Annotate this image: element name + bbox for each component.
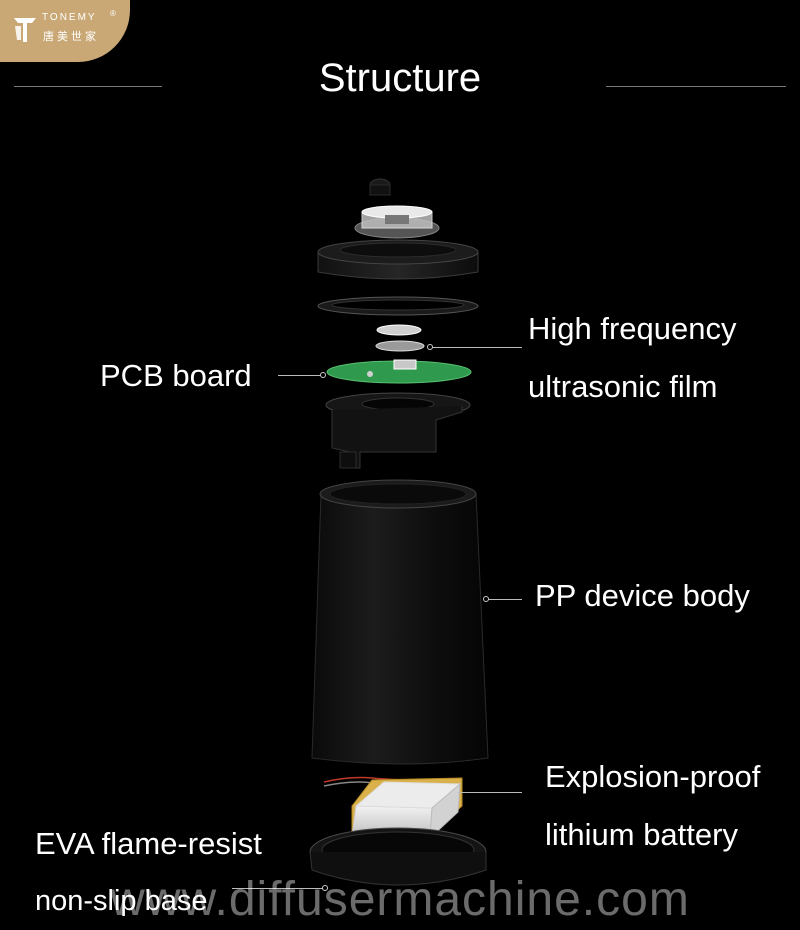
label-film-line1: High frequency <box>528 311 737 346</box>
device-body <box>311 479 489 765</box>
nozzle-cap <box>369 178 391 196</box>
pcb-leader-line <box>278 375 322 376</box>
film-leader-line <box>432 347 522 348</box>
sealing-ring <box>317 296 479 316</box>
non-slip-base <box>309 827 487 886</box>
title-rule-left <box>14 86 162 87</box>
pcb-leader-dot <box>320 372 326 378</box>
base-leader-dot <box>322 885 328 891</box>
label-device-body: PP device body <box>535 578 750 613</box>
brand-name-cn: 唐美世家 <box>43 30 99 43</box>
label-base-line1: EVA flame-resist <box>35 826 262 861</box>
brand-logo-badge: TONEMY ® 唐美世家 <box>0 0 130 62</box>
label-pcb-board: PCB board <box>100 358 252 393</box>
title-rule-right <box>606 86 786 87</box>
label-base-line2: non-slip base <box>35 885 208 917</box>
label-film-line2: ultrasonic film <box>528 369 718 404</box>
body-leader-dot <box>483 596 489 602</box>
registered-mark: ® <box>110 9 116 18</box>
battery-leader-line <box>458 792 522 793</box>
film-leader-dot <box>427 344 433 350</box>
mist-nozzle <box>354 205 440 239</box>
top-lid <box>317 239 479 280</box>
brand-name-en: TONEMY <box>42 12 97 23</box>
brand-logo-icon <box>14 18 36 42</box>
label-battery-line1: Explosion-proof <box>545 759 761 794</box>
ultrasonic-film <box>375 324 425 352</box>
body-leader-line <box>488 599 522 600</box>
page-title: Structure <box>318 56 482 100</box>
label-battery-line2: lithium battery <box>545 817 738 852</box>
site-watermark: www.diffusermachine.com <box>110 873 690 926</box>
pcb-board <box>326 359 472 384</box>
inner-holder <box>325 392 471 469</box>
base-leader-line <box>232 888 324 889</box>
